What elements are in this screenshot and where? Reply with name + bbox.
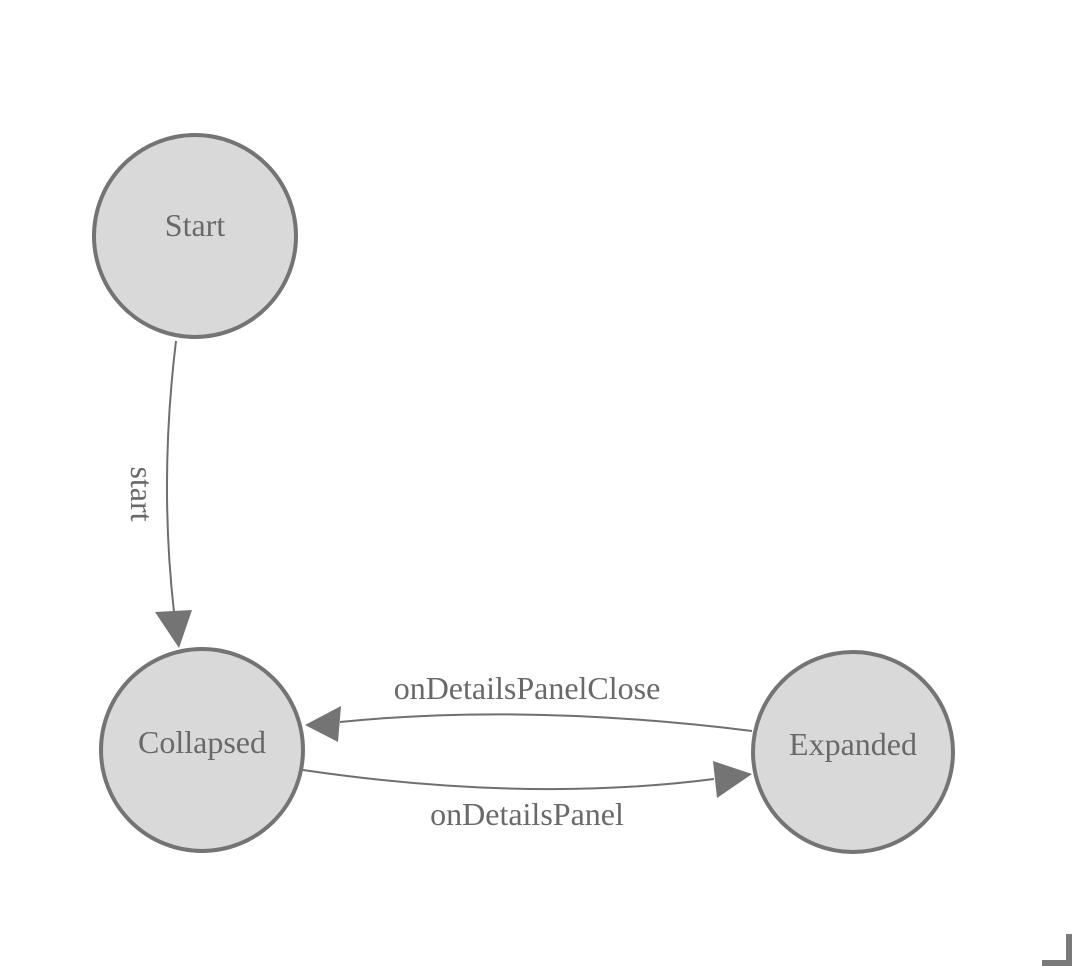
edge-start-to-collapsed: start (124, 340, 192, 648)
edge-start-to-collapsed-path (165, 340, 177, 613)
state-node-expanded-group: Expanded (751, 650, 955, 854)
state-node-start-label: Start (165, 207, 226, 243)
state-node-start-group: Start (92, 133, 298, 339)
edge-collapsed-to-expanded: onDetailsPanel (302, 761, 752, 832)
arrowhead-into-collapsed-top (155, 610, 192, 648)
state-node-collapsed-label: Collapsed (138, 724, 266, 760)
state-node-expanded[interactable] (751, 650, 955, 854)
arrowhead-into-expanded-left (713, 761, 752, 798)
edge-expanded-to-collapsed: onDetailsPanelClose (305, 670, 753, 742)
edge-expanded-to-collapsed-path (339, 713, 753, 732)
state-node-collapsed[interactable] (99, 647, 305, 853)
edge-label-ondetailspanelclose: onDetailsPanelClose (394, 670, 661, 706)
state-node-expanded-label: Expanded (789, 726, 917, 762)
edge-collapsed-to-expanded-path (302, 769, 715, 791)
edge-label-ondetailspanel: onDetailsPanel (430, 796, 624, 832)
canvas-corner-mark (1042, 934, 1072, 966)
edge-label-start: start (124, 466, 160, 521)
corner-mark-horizontal (1042, 960, 1072, 966)
state-node-collapsed-group: Collapsed (99, 647, 305, 853)
corner-mark-vertical (1066, 934, 1072, 966)
arrowhead-into-collapsed-right (305, 706, 341, 742)
state-node-start[interactable] (92, 133, 298, 339)
